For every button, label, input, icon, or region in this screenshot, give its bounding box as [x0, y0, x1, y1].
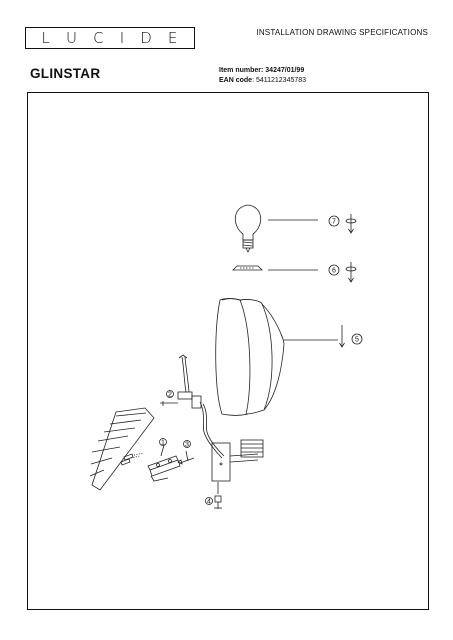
- wall-icon: [89, 407, 155, 491]
- callout-label: 1: [161, 440, 165, 447]
- bulb-icon: [234, 204, 318, 253]
- item-number-label: Item number: [219, 67, 262, 74]
- callout-7: 7: [328, 215, 340, 227]
- screws-icon: [160, 444, 195, 465]
- callout-6: 6: [328, 264, 340, 276]
- callout-5: 5: [351, 333, 363, 345]
- product-name: GLINSTAR: [30, 66, 101, 81]
- callout-label: 6: [332, 268, 336, 275]
- grub-screw-icon: [214, 495, 222, 509]
- callout-label: 7: [332, 219, 336, 226]
- wall-plugs-icon: [120, 452, 145, 466]
- ean-row: EAN code: 5411212345783: [219, 76, 306, 86]
- logo-letter: D: [140, 29, 153, 47]
- callout-3: 3: [183, 440, 191, 449]
- logo-letter: E: [167, 29, 179, 47]
- ring-icon: [232, 265, 318, 271]
- callout-1: 1: [159, 438, 167, 447]
- product-codes: Item number: 34247/01/99 EAN code: 54112…: [219, 66, 306, 86]
- lucide-logo: L U C I D E: [25, 27, 195, 49]
- callout-4: 4: [205, 497, 213, 506]
- wire-connector-icon: [160, 354, 225, 459]
- rotate-arrow-icon: [345, 214, 357, 234]
- logo-letter: U: [66, 29, 78, 47]
- logo-letter: C: [93, 29, 105, 47]
- fixture-body-icon: [211, 439, 264, 494]
- spec-title: INSTALLATION DRAWING SPECIFICATIONS: [256, 28, 428, 37]
- logo-letter: I: [119, 29, 126, 47]
- shade-icon: [215, 298, 345, 416]
- mounting-bracket-icon: [147, 455, 181, 482]
- callout-label: 5: [355, 337, 359, 344]
- item-number-value: : 34247/01/99: [261, 67, 305, 74]
- rotate-arrow-icon: [345, 262, 357, 283]
- ean-label: EAN code: [219, 77, 253, 84]
- callout-label: 3: [185, 442, 189, 449]
- ean-value: : 5411212345783: [252, 77, 307, 84]
- callout-label: 2: [168, 392, 172, 399]
- item-number-row: Item number: 34247/01/99: [219, 66, 306, 76]
- callout-2: 2: [166, 390, 174, 399]
- callout-label: 4: [207, 499, 211, 506]
- drawing-frame: [27, 92, 429, 610]
- logo-letter: L: [41, 29, 51, 47]
